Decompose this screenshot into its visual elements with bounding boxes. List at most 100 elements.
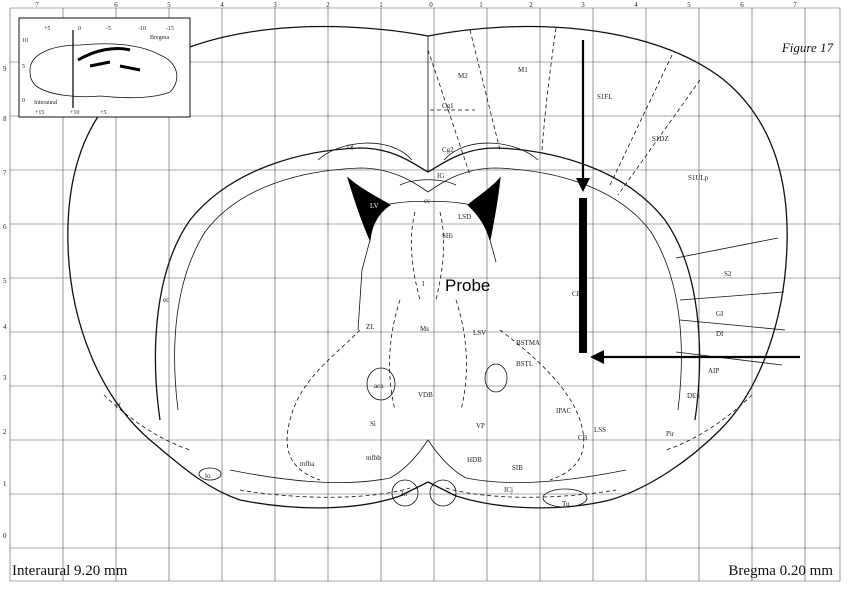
region-label: AIP <box>708 367 719 375</box>
region-label: S1FL <box>597 93 613 101</box>
region-label: IPAC <box>556 407 572 415</box>
left-tick: 8 <box>3 115 7 123</box>
top-tick: 3 <box>273 1 277 9</box>
top-tick: 6 <box>114 1 118 9</box>
inset-top-tick: 0 <box>78 26 81 32</box>
inset-top-tick: -15 <box>166 26 174 32</box>
corpus-callosum <box>155 148 699 420</box>
top-tick: 5 <box>167 1 171 9</box>
septum <box>411 212 443 300</box>
region-label: cc <box>424 197 430 205</box>
ventricle-wall-left <box>358 240 370 330</box>
top-tick: 6 <box>740 1 744 9</box>
ventral-surface <box>230 440 626 483</box>
region-label: lo <box>205 472 211 480</box>
region-label: I <box>422 280 425 288</box>
inset-left-tick: 10 <box>22 38 28 44</box>
region-label: DI <box>716 330 724 338</box>
top-tick: 5 <box>687 1 691 9</box>
boundary-s2 <box>676 238 778 258</box>
region-label: Tu <box>562 500 570 508</box>
region-label: BSTMA <box>516 339 540 347</box>
inset-sagittal-view: +5 0 -5 -10 -15 +15 +10 +5 10 5 0 Bregma… <box>19 18 190 117</box>
boundary-di <box>680 320 785 330</box>
left-tick: 1 <box>3 480 7 488</box>
interaural-caption: Interaural 9.20 mm <box>12 563 128 579</box>
striatum-left <box>287 330 360 480</box>
region-label: Pir <box>666 430 675 438</box>
region-label: LSD <box>458 213 471 221</box>
region-label: M2 <box>458 72 468 80</box>
region-label: LSS <box>594 426 606 434</box>
region-label: Si <box>370 420 376 428</box>
probe-annotation: Probe <box>445 40 800 364</box>
inset-top-tick: -5 <box>106 26 111 32</box>
figure-label: Figure 17 <box>781 40 834 55</box>
top-tick: 4 <box>220 1 224 9</box>
top-tick: 4 <box>634 1 638 9</box>
arrowhead-down-icon <box>576 178 590 192</box>
boundary-gi <box>680 292 784 300</box>
top-tick: 1 <box>479 1 483 9</box>
inset-bottom-tick: +5 <box>100 110 106 116</box>
region-label: mfbb <box>366 454 381 462</box>
region-label: SIB <box>512 464 523 472</box>
region-label: IG <box>437 172 444 180</box>
region-label: VP <box>476 422 485 430</box>
boundary-s1fl <box>542 28 556 150</box>
inset-bregma-label: Bregma <box>150 35 169 41</box>
region-label: ZL <box>366 323 375 331</box>
region-label: HDB <box>467 456 482 464</box>
region-label: ec <box>163 296 169 304</box>
region-label: Cg2 <box>442 146 454 154</box>
left-tick: 4 <box>3 323 7 331</box>
top-tick: 7 <box>793 1 797 9</box>
inset-top-tick: -10 <box>138 26 146 32</box>
region-label: 2n <box>400 490 408 498</box>
left-tick: 9 <box>3 65 7 73</box>
region-label: S1ULp <box>688 174 709 182</box>
region-label: ICj <box>504 486 513 494</box>
left-tick: 5 <box>3 277 7 285</box>
top-tick: 1 <box>379 1 383 9</box>
lateral-ventricle-left <box>348 178 390 240</box>
ig-bridge <box>400 180 456 185</box>
rhinal-fissure <box>104 395 752 450</box>
region-label: GI <box>716 310 724 318</box>
region-label: S2 <box>724 270 732 278</box>
region-label: Cg1 <box>442 102 454 110</box>
top-tick: 2 <box>326 1 330 9</box>
region-label: DEn <box>687 392 700 400</box>
region-label: cg <box>347 142 354 150</box>
region-label: CB <box>578 434 588 442</box>
region-label: LV <box>370 202 379 210</box>
top-tick: 7 <box>35 1 39 9</box>
inset-left-tick: 0 <box>22 98 25 104</box>
left-tick: 7 <box>3 169 7 177</box>
arrowhead-left-icon <box>590 350 604 364</box>
lateral-ventricle-right <box>468 178 500 240</box>
inset-interaural-label: Interaural <box>34 100 58 106</box>
top-tick: 0 <box>429 1 433 9</box>
region-label: VDB <box>418 391 433 399</box>
probe-track <box>579 198 587 353</box>
region-label: SHi <box>442 232 453 240</box>
inset-bottom-tick: +15 <box>35 110 44 116</box>
region-label: mfba <box>300 460 315 468</box>
region-label: aca <box>374 382 384 390</box>
left-tick: 2 <box>3 428 7 436</box>
left-tick: 0 <box>3 532 7 540</box>
region-labels: M1 M2 Cg1 Cg2 S1FL S1DZ S1ULp S2 GI DI A… <box>116 66 732 508</box>
region-label: LSV <box>473 329 486 337</box>
inset-left-tick: 5 <box>22 64 25 70</box>
region-label: M1 <box>518 66 528 74</box>
region-label: S1DZ <box>652 135 669 143</box>
top-tick: 3 <box>581 1 585 9</box>
ventricle-wall-right <box>490 240 496 262</box>
bregma-caption: Bregma 0.20 mm <box>728 563 833 579</box>
region-label: rf <box>116 402 121 410</box>
left-tick: 3 <box>3 374 7 382</box>
region-label: Ms <box>420 325 429 333</box>
anterior-commissure-right <box>485 364 507 392</box>
